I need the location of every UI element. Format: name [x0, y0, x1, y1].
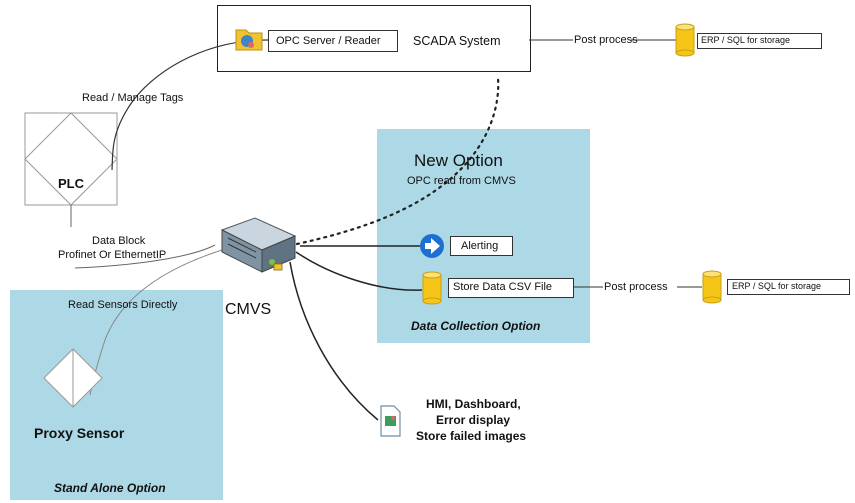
database-icon [702, 270, 722, 304]
store-csv-connector [295, 251, 423, 291]
database-icon [675, 23, 695, 57]
alerting-box [450, 236, 513, 256]
folder-globe-icon [235, 29, 263, 51]
database-icon [422, 271, 442, 305]
store-csv-box [448, 278, 574, 298]
hmi-line-2: Error display [436, 413, 511, 427]
scada-title: SCADA System [413, 34, 501, 48]
standalone-panel [10, 290, 223, 500]
hmi-line-3: Store failed images [416, 429, 527, 443]
standalone-caption: Stand Alone Option [54, 481, 166, 495]
opc-read-dotted-connector [295, 76, 500, 246]
storage-label-2: ERP / SQL for storage [732, 281, 822, 291]
plc-diamond-icon [24, 112, 118, 206]
storage-box-2 [727, 279, 850, 295]
opc-read-subheading: OPC read from CMVS [407, 175, 516, 187]
cmvs-label: CMVS [225, 301, 272, 318]
opc-server-box [268, 30, 398, 52]
server-icon [220, 217, 297, 273]
data-collection-caption: Data Collection Option [411, 319, 541, 333]
store-csv-label: Store Data CSV File [453, 281, 553, 293]
post-process-label-2: Post process [604, 281, 668, 293]
profinet-label: Profinet Or EthernetIP [58, 249, 167, 261]
arrow-right-circle-icon [420, 234, 444, 258]
hmi-line-1: HMI, Dashboard, [426, 397, 521, 411]
read-sensors-label: Read Sensors Directly [68, 299, 178, 311]
plc-label: PLC [58, 176, 84, 191]
image-file-icon [380, 405, 401, 437]
read-tags-label: Read / Manage Tags [82, 92, 184, 104]
sensor-diamond-icon [43, 348, 103, 408]
storage-label: ERP / SQL for storage [701, 35, 791, 45]
read-tags-connector [111, 39, 269, 171]
data-block-connector [74, 244, 216, 269]
hmi-connector [289, 261, 379, 421]
storage-box [697, 33, 822, 49]
new-option-heading: New Option [414, 151, 503, 170]
proxy-sensor-label: Proxy Sensor [34, 425, 125, 441]
post-process-label: Post process [574, 34, 638, 46]
read-sensors-connector [89, 249, 223, 396]
opc-server-label: OPC Server / Reader [276, 35, 381, 47]
data-block-label: Data Block [92, 235, 146, 247]
alerting-label: Alerting [461, 240, 499, 252]
